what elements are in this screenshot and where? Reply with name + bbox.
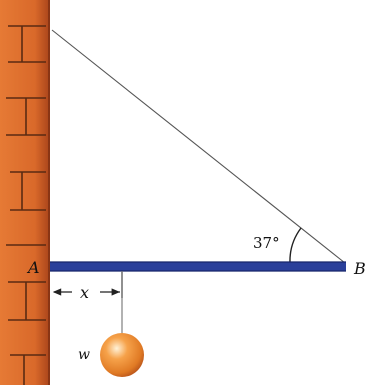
brick-wall: [0, 0, 50, 385]
label-point-b: B: [353, 259, 366, 278]
beam: [50, 261, 346, 272]
cable: [51, 29, 346, 264]
hanging-weight: [100, 333, 144, 377]
label-distance: x: [80, 283, 89, 302]
label-weight: w: [78, 347, 90, 363]
angle-arc: [289, 227, 302, 264]
label-angle: 37°: [253, 234, 280, 252]
label-point-a: A: [26, 258, 40, 277]
distance-dimension: [52, 272, 123, 298]
